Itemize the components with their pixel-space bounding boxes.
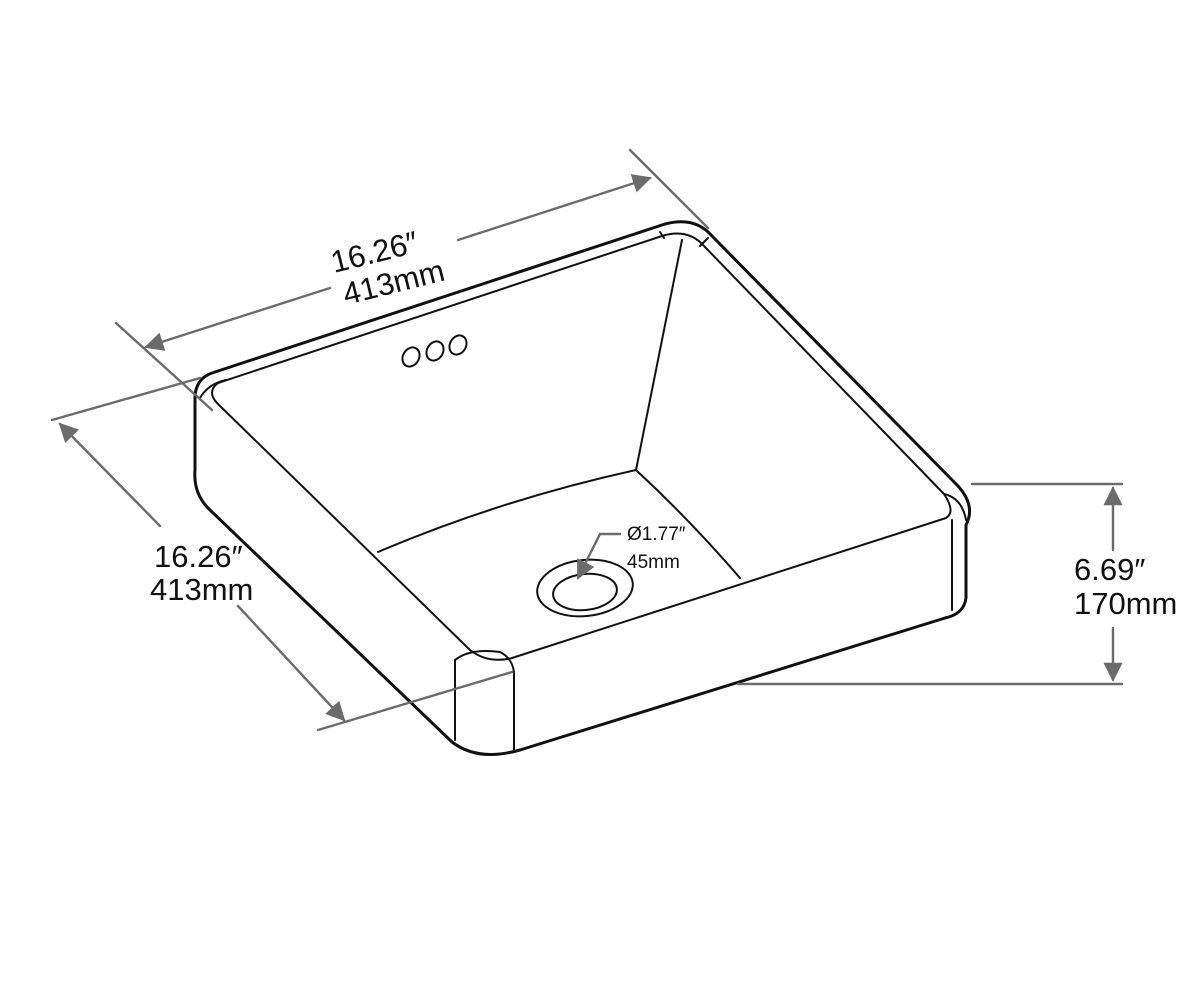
sink-left-corner <box>199 379 227 399</box>
overflow-hole-3 <box>448 334 468 356</box>
extension-line-side-top <box>50 376 202 422</box>
drain-diameter-label: Ø1.77″ <box>627 524 686 545</box>
sink-back-corner-right <box>699 237 709 247</box>
sink-body <box>193 220 972 756</box>
dimension-line-top-a <box>144 286 332 351</box>
extension-line-side-bottom <box>316 670 514 732</box>
height-inches-label: 6.69″ <box>1074 552 1145 587</box>
sink-basin-bottom-right <box>635 469 741 579</box>
sink-basin-bottom-back <box>377 469 637 553</box>
dimension-line-side-b <box>236 604 346 722</box>
dimension-height: 6.69″ 170mm <box>736 482 1177 686</box>
height-mm-label: 170mm <box>1074 586 1177 621</box>
extension-line-top-left <box>114 321 214 412</box>
overflow-hole-1 <box>401 346 421 368</box>
sink-back-corner <box>659 231 665 239</box>
drain-leader-line <box>576 532 622 580</box>
drain-inner <box>552 572 618 612</box>
overflow-hole-2 <box>425 340 445 362</box>
sink-basin-back-wall <box>635 239 683 471</box>
dimension-line-side-a <box>58 422 162 528</box>
sink-front-corner <box>454 650 515 753</box>
dimension-top-width: 16.26″ 413mm <box>114 148 710 412</box>
dimension-drain: Ø1.77″ 45mm <box>576 524 686 580</box>
sink-right-corner <box>943 493 967 521</box>
sink-inner-rim <box>211 232 952 661</box>
sink-outer-rim <box>193 220 972 756</box>
dimension-side-depth: 16.26″ 413mm <box>50 376 514 732</box>
side-depth-mm-label: 413mm <box>150 572 253 607</box>
side-depth-inches-label: 16.26″ <box>154 539 243 574</box>
drain-mm-label: 45mm <box>627 552 680 573</box>
extension-line-top-right <box>628 148 710 230</box>
dimension-line-top-b <box>456 174 652 242</box>
